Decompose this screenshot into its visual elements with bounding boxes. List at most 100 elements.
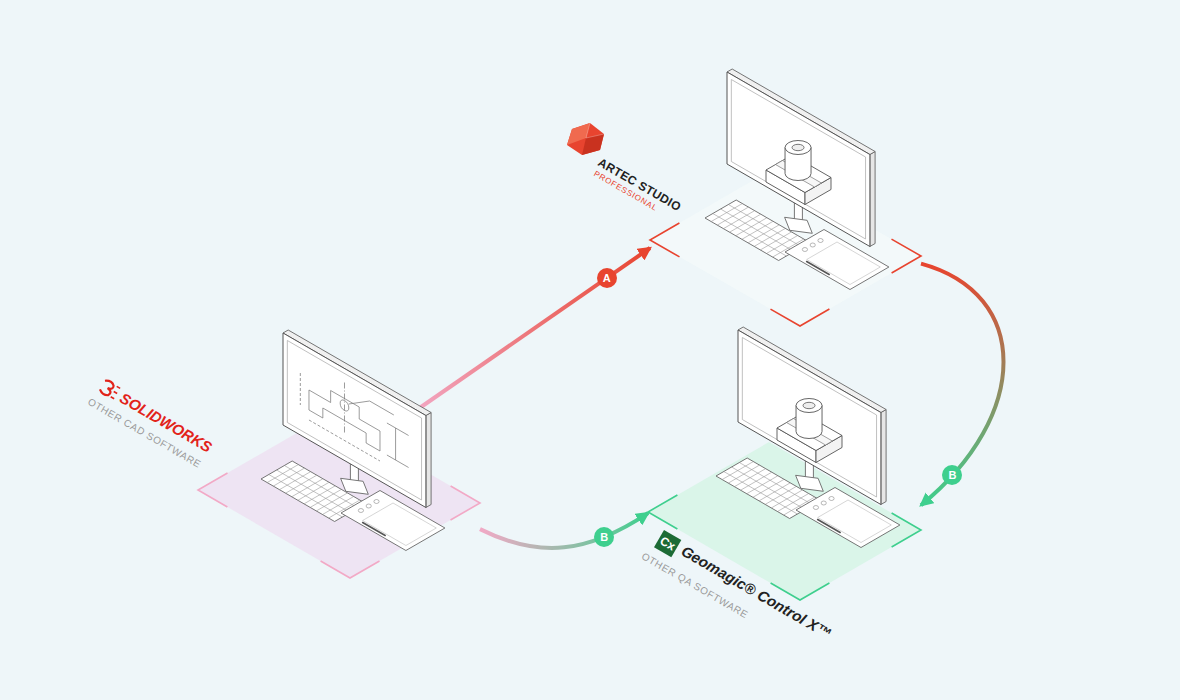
tablet-pen (807, 262, 830, 275)
platform-bracket (198, 473, 228, 507)
gem-facet (582, 134, 604, 155)
keyboard-key-col (730, 214, 761, 232)
step-badge: B (594, 527, 614, 547)
platform-fill (650, 170, 921, 326)
keyboard-key-row (713, 214, 787, 257)
platform-bracket (892, 239, 922, 273)
keyboard-key-col (711, 204, 742, 222)
gem-facet-line (586, 123, 604, 138)
keyboard-key-col (760, 232, 791, 250)
dimension-line (309, 420, 380, 461)
brand-mark-stroke (111, 386, 120, 398)
brand-mark-stroke (99, 379, 116, 397)
tablet-button (821, 501, 826, 505)
part-cylinder-top (785, 141, 811, 155)
monitor-side (426, 413, 431, 508)
keyboard-key-col (753, 479, 784, 497)
keyboard-key-col (754, 228, 785, 246)
tablet-active-area (363, 503, 437, 546)
graphics-tablet (796, 488, 900, 548)
tablet-active-area (818, 500, 892, 543)
flow-connector (480, 513, 648, 548)
tablet-pen (363, 523, 386, 536)
keyboard-key-col (316, 493, 347, 511)
tablet-button (810, 243, 815, 247)
dimension-line (300, 373, 301, 405)
keyboard-key-col (310, 489, 341, 507)
tablet-active-area (807, 242, 881, 285)
tablet-button (813, 506, 818, 510)
keyboard-key-row (284, 466, 358, 509)
keyboard-key-col (748, 225, 779, 243)
drawing-line (387, 423, 409, 436)
platform-bracket (321, 561, 380, 578)
keyboard-key-col (728, 465, 759, 483)
platform-bracket (650, 223, 680, 257)
part-hole (803, 402, 815, 408)
drawing-line (387, 455, 409, 468)
tablet-button (366, 504, 371, 508)
app-icon: Cx (654, 530, 681, 557)
drawing-line (395, 428, 396, 460)
leader-line (349, 389, 370, 416)
keyboard-key-col (286, 475, 317, 493)
keyboard-key-col (304, 486, 335, 504)
keyboard-key-col (279, 472, 310, 490)
tablet-button (829, 497, 834, 501)
workstation-node: CxGeomagic® Control X™OTHER QA SOFTWARE (648, 442, 921, 600)
keyboard-key-col (717, 207, 748, 225)
workstation-node: ARTEC STUDIOPROFESSIONAL (650, 170, 921, 326)
platform-bracket (648, 495, 677, 529)
monitor-side (881, 410, 886, 505)
keyboard-key-col (759, 483, 790, 501)
workstation-node: SOLIDWORKSOTHER CAD SOFTWARE (198, 415, 480, 578)
platform-bracket (892, 513, 921, 547)
keyboard-key-col (747, 476, 778, 494)
keyboard-key-col (741, 472, 772, 490)
keyboard-key-col (742, 221, 773, 239)
keyboard-key-col (298, 482, 329, 500)
flow-connector (921, 264, 1004, 506)
keyboard-key-col (736, 218, 767, 236)
keyboard-key-col (273, 468, 304, 486)
gem-body (567, 123, 604, 155)
center-line (344, 383, 345, 435)
brand-mark (96, 376, 122, 402)
leader-line (370, 401, 394, 415)
keyboard-key-col (765, 486, 796, 504)
keyboard-key-row (269, 475, 343, 518)
tablet-button (358, 509, 363, 513)
step-badge: A (597, 268, 617, 288)
platform-bracket (451, 486, 481, 520)
keyboard-key-col (771, 490, 802, 508)
keyboard-key-col (723, 211, 754, 229)
drawing-outline (309, 378, 380, 451)
workstation-illustration (650, 170, 921, 326)
tablet-button (818, 239, 823, 243)
keyboard-key-row (739, 463, 813, 506)
illustration-group (650, 69, 921, 326)
keyboard-key-row (724, 472, 798, 515)
keyboard-key-col (722, 462, 753, 480)
tablet-pen (818, 520, 841, 533)
keyboard-key-col (267, 465, 298, 483)
keyboard-key-row (728, 205, 802, 248)
flow-connector (410, 248, 651, 415)
platform-bracket (771, 309, 830, 326)
keyboard-key-row (277, 470, 351, 513)
monitor-side (870, 152, 875, 247)
tablet-button (374, 500, 379, 504)
keyboard-key-row (732, 467, 806, 510)
step-badge: B (942, 465, 962, 485)
keyboard-key-col (734, 469, 765, 487)
tablet-button (802, 248, 807, 252)
graphics-tablet (785, 230, 889, 290)
keyboard-key-row (721, 209, 795, 252)
workstation-illustration (198, 415, 480, 578)
part-cylinder-top (796, 399, 822, 413)
illustration-group (198, 330, 480, 578)
keyboard-key-col (292, 479, 323, 497)
graphics-tablet (341, 491, 445, 551)
